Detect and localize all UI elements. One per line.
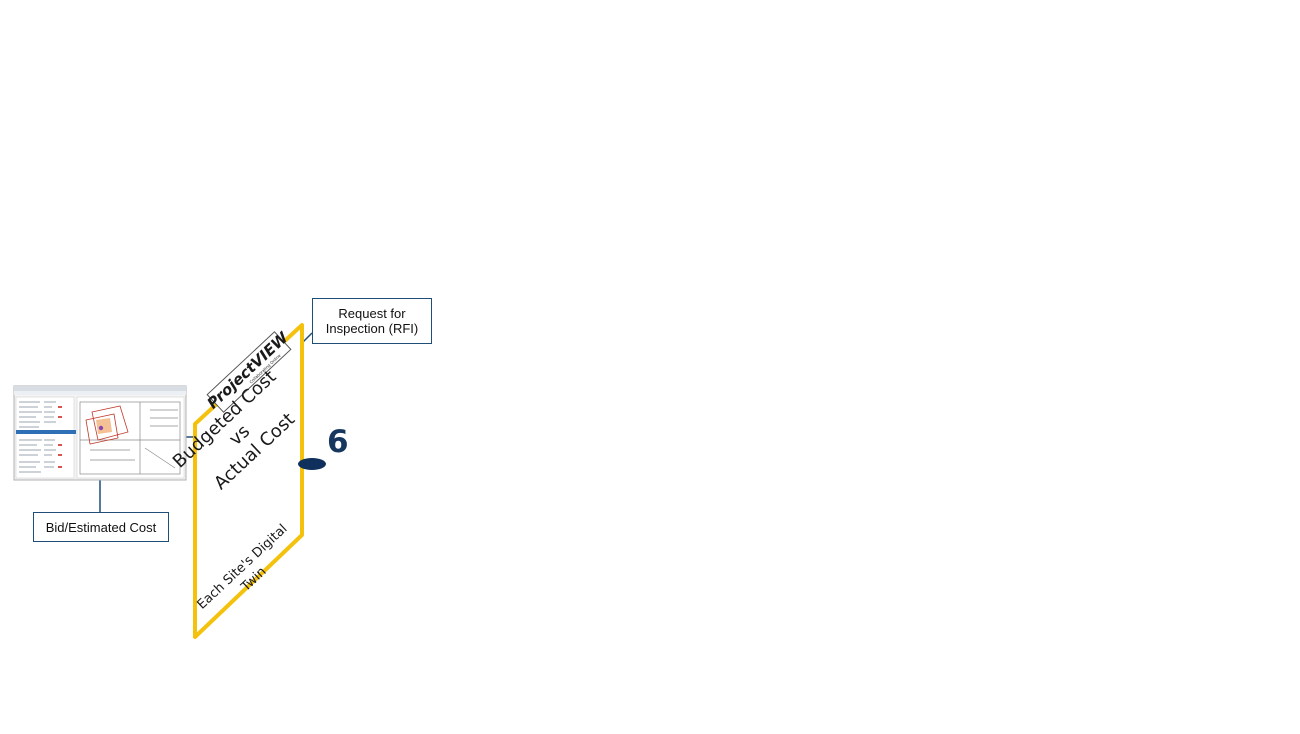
step-number: 6 [327, 424, 349, 460]
bid-estimated-cost-callout: Bid/Estimated Cost [33, 512, 169, 542]
step-marker [298, 458, 326, 470]
software-screenshot-thumbnail [13, 385, 187, 481]
rfi-callout: Request for Inspection (RFI) [312, 298, 432, 344]
